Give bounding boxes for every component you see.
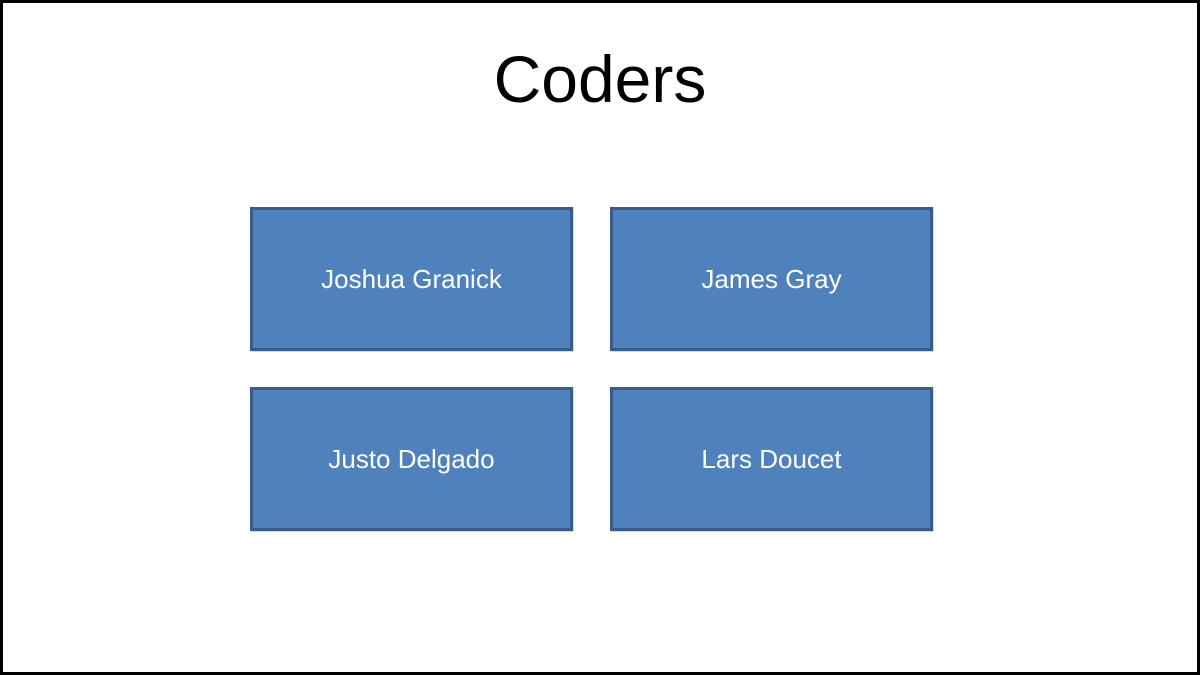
coder-box-label: Lars Doucet (701, 443, 842, 474)
coder-box-label: Joshua Granick (321, 263, 502, 294)
slide-title: Coders (493, 42, 707, 116)
coder-box-label: James Gray (701, 263, 842, 294)
coder-box-label: Justo Delgado (328, 443, 495, 474)
coder-box-james-gray: James Gray (610, 207, 933, 351)
coder-box-joshua-granick: Joshua Granick (250, 207, 573, 351)
coder-box-justo-delgado: Justo Delgado (250, 387, 573, 531)
coder-box-lars-doucet: Lars Doucet (610, 387, 933, 531)
